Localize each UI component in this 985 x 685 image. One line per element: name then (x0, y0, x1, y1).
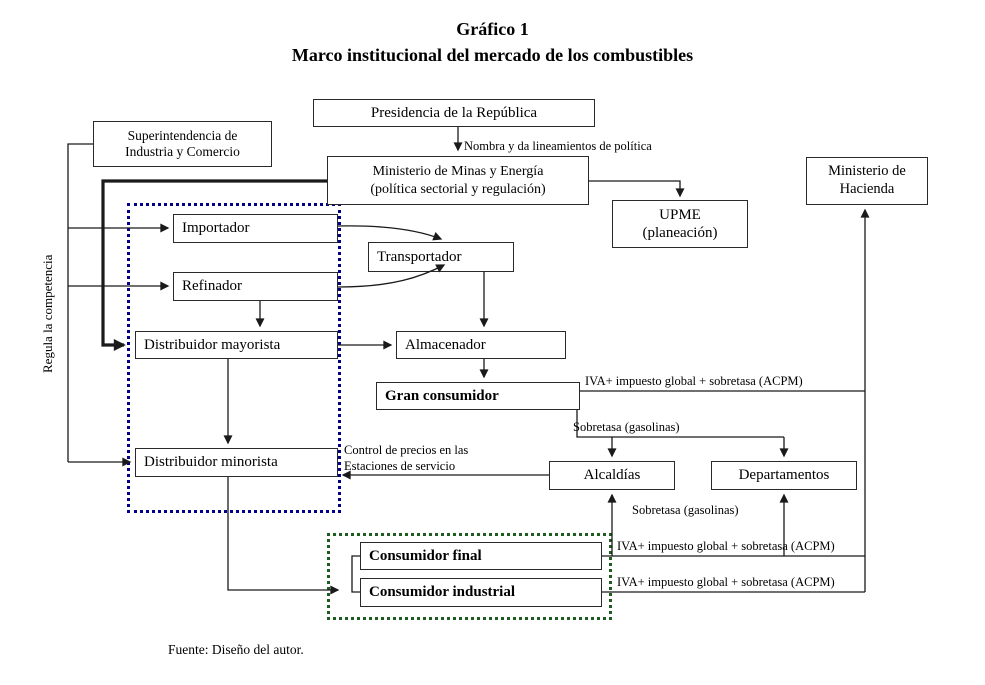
edge-label-iva-consumidor-final: IVA+ impuesto global + sobretasa (ACPM) (617, 539, 835, 553)
node-transportador: Transportador (368, 242, 514, 272)
node-refinador-label: Refinador (182, 278, 242, 295)
node-superintendencia: Superintendencia de Industria y Comercio (93, 121, 272, 167)
node-ministerio-hacienda-line1: Ministerio de (828, 163, 906, 180)
node-departamentos: Departamentos (711, 461, 857, 490)
node-importador-label: Importador (182, 220, 250, 237)
edge-label-regula-competencia: Regula la competencia (40, 254, 55, 374)
edge-label-iva-gran-consumidor: IVA+ impuesto global + sobretasa (ACPM) (585, 374, 803, 388)
node-consumidor-industrial: Consumidor industrial (360, 578, 602, 607)
node-ministerio-hacienda: Ministerio de Hacienda (806, 157, 928, 205)
edge-label-sobretasa-gran-consumidor: Sobretasa (gasolinas) (573, 420, 680, 434)
node-upme: UPME (planeación) (612, 200, 748, 248)
node-ministerio-hacienda-line2: Hacienda (839, 181, 895, 197)
chart-subtitle: Marco institucional del mercado de los c… (291, 45, 694, 65)
node-departamentos-label: Departamentos (738, 467, 830, 484)
source-note: Fuente: Diseño del autor. (168, 642, 304, 657)
node-ministerio-minas: Ministerio de Minas y Energía (política … (327, 156, 589, 205)
edge-label-sobretasa-consumidores: Sobretasa (gasolinas) (632, 503, 739, 517)
node-gran-consumidor-label: Gran consumidor (385, 387, 499, 404)
node-consumidor-industrial-label: Consumidor industrial (369, 584, 516, 601)
edge-label-nombra: Nombra y da lineamientos de política (464, 139, 652, 153)
node-transportador-label: Transportador (377, 248, 462, 265)
node-upme-line1: UPME (659, 206, 701, 223)
edge-label-control-precios-line1: Control de precios en las (344, 443, 469, 457)
node-almacenador-label: Almacenador (405, 336, 486, 353)
chart-title: Gráfico 1 (456, 19, 529, 39)
node-presidencia-label: Presidencia de la República (370, 104, 538, 121)
node-distribuidor-mayorista-label: Distribuidor mayorista (144, 336, 281, 353)
node-importador: Importador (173, 214, 338, 243)
node-consumidor-final-label: Consumidor final (369, 547, 482, 564)
node-distribuidor-minorista: Distribuidor minorista (135, 448, 338, 477)
line-superintendencia-trunk (67, 143, 93, 462)
node-distribuidor-minorista-label: Distribuidor minorista (144, 454, 278, 471)
node-consumidor-final: Consumidor final (360, 542, 602, 570)
node-superintendencia-line2: Industria y Comercio (125, 144, 240, 159)
edge-label-control-precios-line2: Estaciones de servicio (344, 459, 456, 473)
node-superintendencia-line1: Superintendencia de (127, 127, 238, 143)
arrow-importador-transportador-icon (337, 225, 443, 241)
node-upme-line2: (planeación) (642, 225, 718, 241)
node-ministerio-minas-line1: Ministerio de Minas y Energía (372, 164, 544, 180)
node-presidencia: Presidencia de la República (313, 99, 595, 127)
node-distribuidor-mayorista: Distribuidor mayorista (135, 331, 338, 359)
node-alcaldias: Alcaldías (549, 461, 675, 490)
edge-label-iva-consumidor-industrial: IVA+ impuesto global + sobretasa (ACPM) (617, 575, 835, 589)
node-ministerio-minas-line2: (política sectorial y regulación) (370, 181, 546, 197)
arrow-minminas-upme-icon (589, 180, 685, 198)
edge-label-control-precios: Control de precios en las Estaciones de … (344, 442, 468, 474)
node-alcaldias-label: Alcaldías (583, 467, 641, 484)
node-refinador: Refinador (173, 272, 338, 301)
node-almacenador: Almacenador (396, 331, 566, 359)
node-gran-consumidor: Gran consumidor (376, 382, 580, 410)
